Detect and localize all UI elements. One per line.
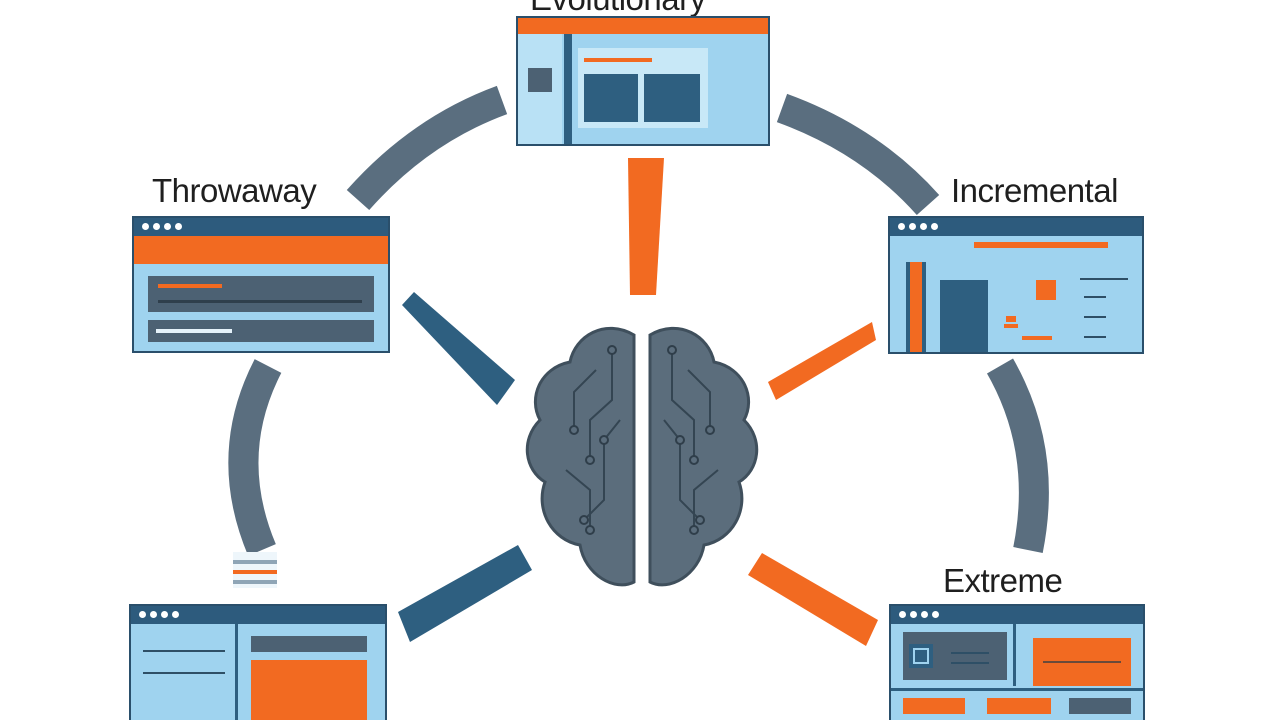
accent-square: [1036, 280, 1056, 300]
content-block: [940, 280, 988, 352]
brain-circuits: [565, 350, 719, 530]
ring-arc-left: [228, 359, 282, 556]
text-line: [143, 650, 225, 652]
spoke-lower-left: [398, 545, 532, 642]
footer-block: [987, 698, 1051, 714]
ring-arc-top-right: [776, 93, 940, 216]
label-evolutionary: Evolutionary: [530, 0, 706, 18]
label-throwaway: Throwaway: [152, 172, 317, 209]
window-titlebar: [518, 18, 768, 34]
footer-line: [156, 329, 232, 333]
label-extreme: Extreme: [943, 562, 1063, 599]
ring-arc-right: [986, 358, 1049, 553]
text-line: [951, 662, 989, 664]
heading-bar: [974, 242, 1108, 248]
menu-icon: [528, 68, 552, 92]
highlight-line: [1043, 661, 1121, 663]
spoke-top: [628, 158, 664, 295]
window-titlebar: [131, 606, 385, 624]
content-line: [158, 300, 362, 303]
evolutionary-window: [516, 16, 770, 146]
accent-mini-2: [1004, 324, 1018, 328]
content-block: [251, 660, 367, 720]
content-row: [148, 276, 374, 312]
content-title-bar: [158, 284, 222, 288]
ring-arc-top-left: [346, 85, 508, 210]
stack-icon: [233, 552, 277, 588]
divider: [235, 624, 238, 720]
brain-nodes: [569, 345, 715, 535]
accent-mini: [1006, 316, 1016, 322]
text-line: [1084, 336, 1106, 338]
footer-row: [148, 320, 374, 342]
text-line: [951, 652, 989, 654]
footer-block: [1069, 698, 1131, 714]
accent-line: [1022, 336, 1052, 340]
row-divider: [891, 688, 1143, 691]
bottom-left-window: [129, 604, 387, 720]
footer-block: [903, 698, 965, 714]
text-line: [143, 672, 225, 674]
divider: [564, 34, 572, 144]
spoke-upper-left: [402, 292, 515, 405]
incremental-window: [888, 216, 1144, 354]
window-titlebar: [891, 606, 1143, 624]
text-line: [1084, 296, 1106, 298]
spoke-upper-right: [768, 322, 876, 400]
heading-bar: [584, 58, 652, 62]
side-tab: [906, 262, 926, 352]
content-header: [251, 636, 367, 652]
window-titlebar: [890, 218, 1142, 236]
label-incremental: Incremental: [951, 172, 1118, 209]
brain-circuit-icon: [525, 326, 759, 587]
throwaway-window: [132, 216, 390, 353]
text-line: [1080, 278, 1128, 280]
image-icon-center: [915, 650, 927, 662]
header-banner: [134, 236, 388, 264]
divider: [1013, 624, 1016, 686]
content-block-right: [644, 74, 700, 122]
window-titlebar: [134, 218, 388, 236]
text-line: [1084, 316, 1106, 318]
spoke-lower-right: [748, 553, 878, 646]
content-block-left: [584, 74, 638, 122]
extreme-window: [889, 604, 1145, 720]
